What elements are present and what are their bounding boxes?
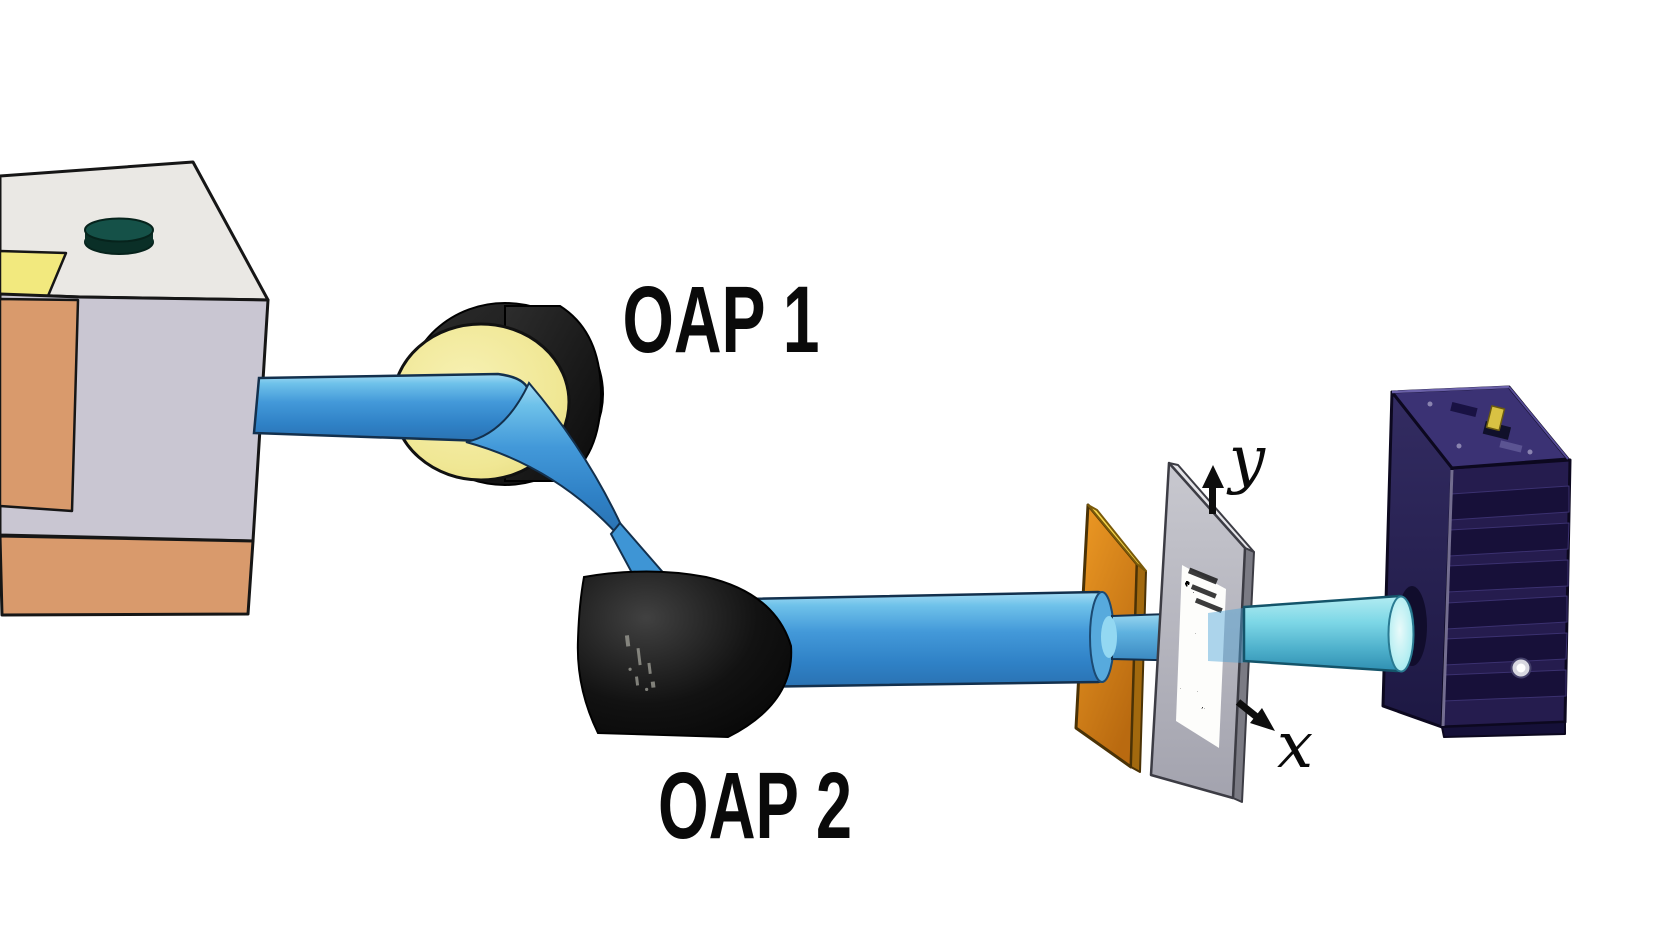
detector-label-plate xyxy=(1450,401,1478,417)
laser-source-housing xyxy=(0,160,270,617)
beam-aperture-highlight xyxy=(1101,616,1117,658)
detector-front-ridge xyxy=(1441,469,1454,727)
detector-vent-slats xyxy=(1442,485,1570,702)
oap2-label: OAP 2 xyxy=(658,753,852,859)
detector-marking xyxy=(1499,440,1523,453)
x-arrow-head-icon xyxy=(1250,708,1275,731)
oap2-engraving xyxy=(624,635,656,692)
detector-base-strip xyxy=(1441,721,1566,738)
output-cone-endcap xyxy=(1387,595,1415,673)
y-axis-label: y xyxy=(1226,423,1266,497)
screw-icon xyxy=(1456,443,1462,449)
x-arrow-shaft xyxy=(1235,699,1261,721)
detector-top-details xyxy=(1427,401,1533,455)
x-axis-label: x xyxy=(1277,709,1313,783)
beam-converging xyxy=(465,381,624,536)
beam-output-cone xyxy=(1242,594,1415,673)
bnc-connector-icon xyxy=(1485,405,1506,432)
sample-plate xyxy=(1149,461,1255,803)
speckle-noise xyxy=(1176,565,1226,748)
oap2-dome xyxy=(576,570,793,739)
laser-base-strip xyxy=(0,534,255,617)
laser-knob xyxy=(84,217,154,255)
beam-through-plate xyxy=(1208,608,1243,663)
laser-side-panel xyxy=(0,297,80,513)
oap1-label: OAP 1 xyxy=(623,267,820,373)
axis-x: x xyxy=(1235,699,1313,783)
detector-top-rim-right xyxy=(1508,386,1569,460)
beam-input xyxy=(252,372,530,443)
axis-y: y xyxy=(1202,423,1266,514)
detector-side-button xyxy=(1510,657,1532,679)
detector-camera xyxy=(1381,385,1572,738)
y-arrow-head-icon xyxy=(1202,465,1224,488)
screw-icon xyxy=(1527,449,1533,455)
filter-top-edge xyxy=(1087,504,1147,572)
screw-icon xyxy=(1427,401,1433,407)
oap2-mirror xyxy=(576,570,793,739)
beam-collimated-body xyxy=(740,590,1115,689)
speckle-bars xyxy=(1187,567,1223,614)
detector-top-rim xyxy=(1391,385,1510,394)
